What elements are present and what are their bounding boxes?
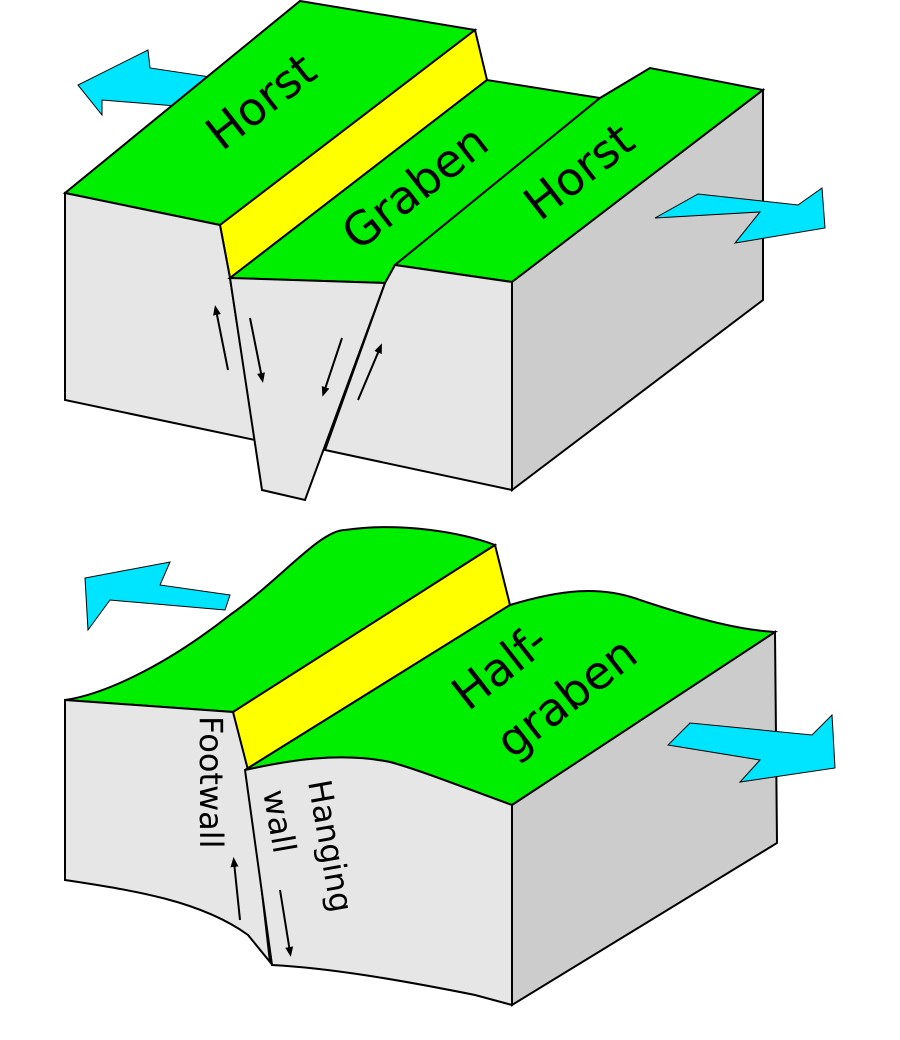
extension-arrow-left-bottom-icon <box>84 561 231 632</box>
slip-arrow-icon <box>230 857 241 921</box>
slip-arrow-icon <box>357 343 382 401</box>
label-footwall: Footwall <box>192 716 230 849</box>
slip-arrow-icon <box>249 317 265 383</box>
slip-arrow-icon <box>279 889 294 957</box>
horst-graben-block: Horst Graben Horst <box>62 0 826 502</box>
footwall-top-surface <box>64 526 498 714</box>
right-horst-side-face <box>511 87 764 493</box>
slip-arrow-icon <box>213 305 229 371</box>
footwall-front-face <box>64 698 272 966</box>
slip-arrow-icon <box>321 337 343 397</box>
hanging-wall-front-face <box>243 756 513 1007</box>
half-graben-block: Half- graben Footwall Hanging wall <box>64 526 836 1007</box>
graben-front-wedge <box>228 276 387 502</box>
extension-arrow-right-bottom-icon <box>666 713 836 783</box>
extension-arrow-right-top-icon <box>654 187 826 244</box>
